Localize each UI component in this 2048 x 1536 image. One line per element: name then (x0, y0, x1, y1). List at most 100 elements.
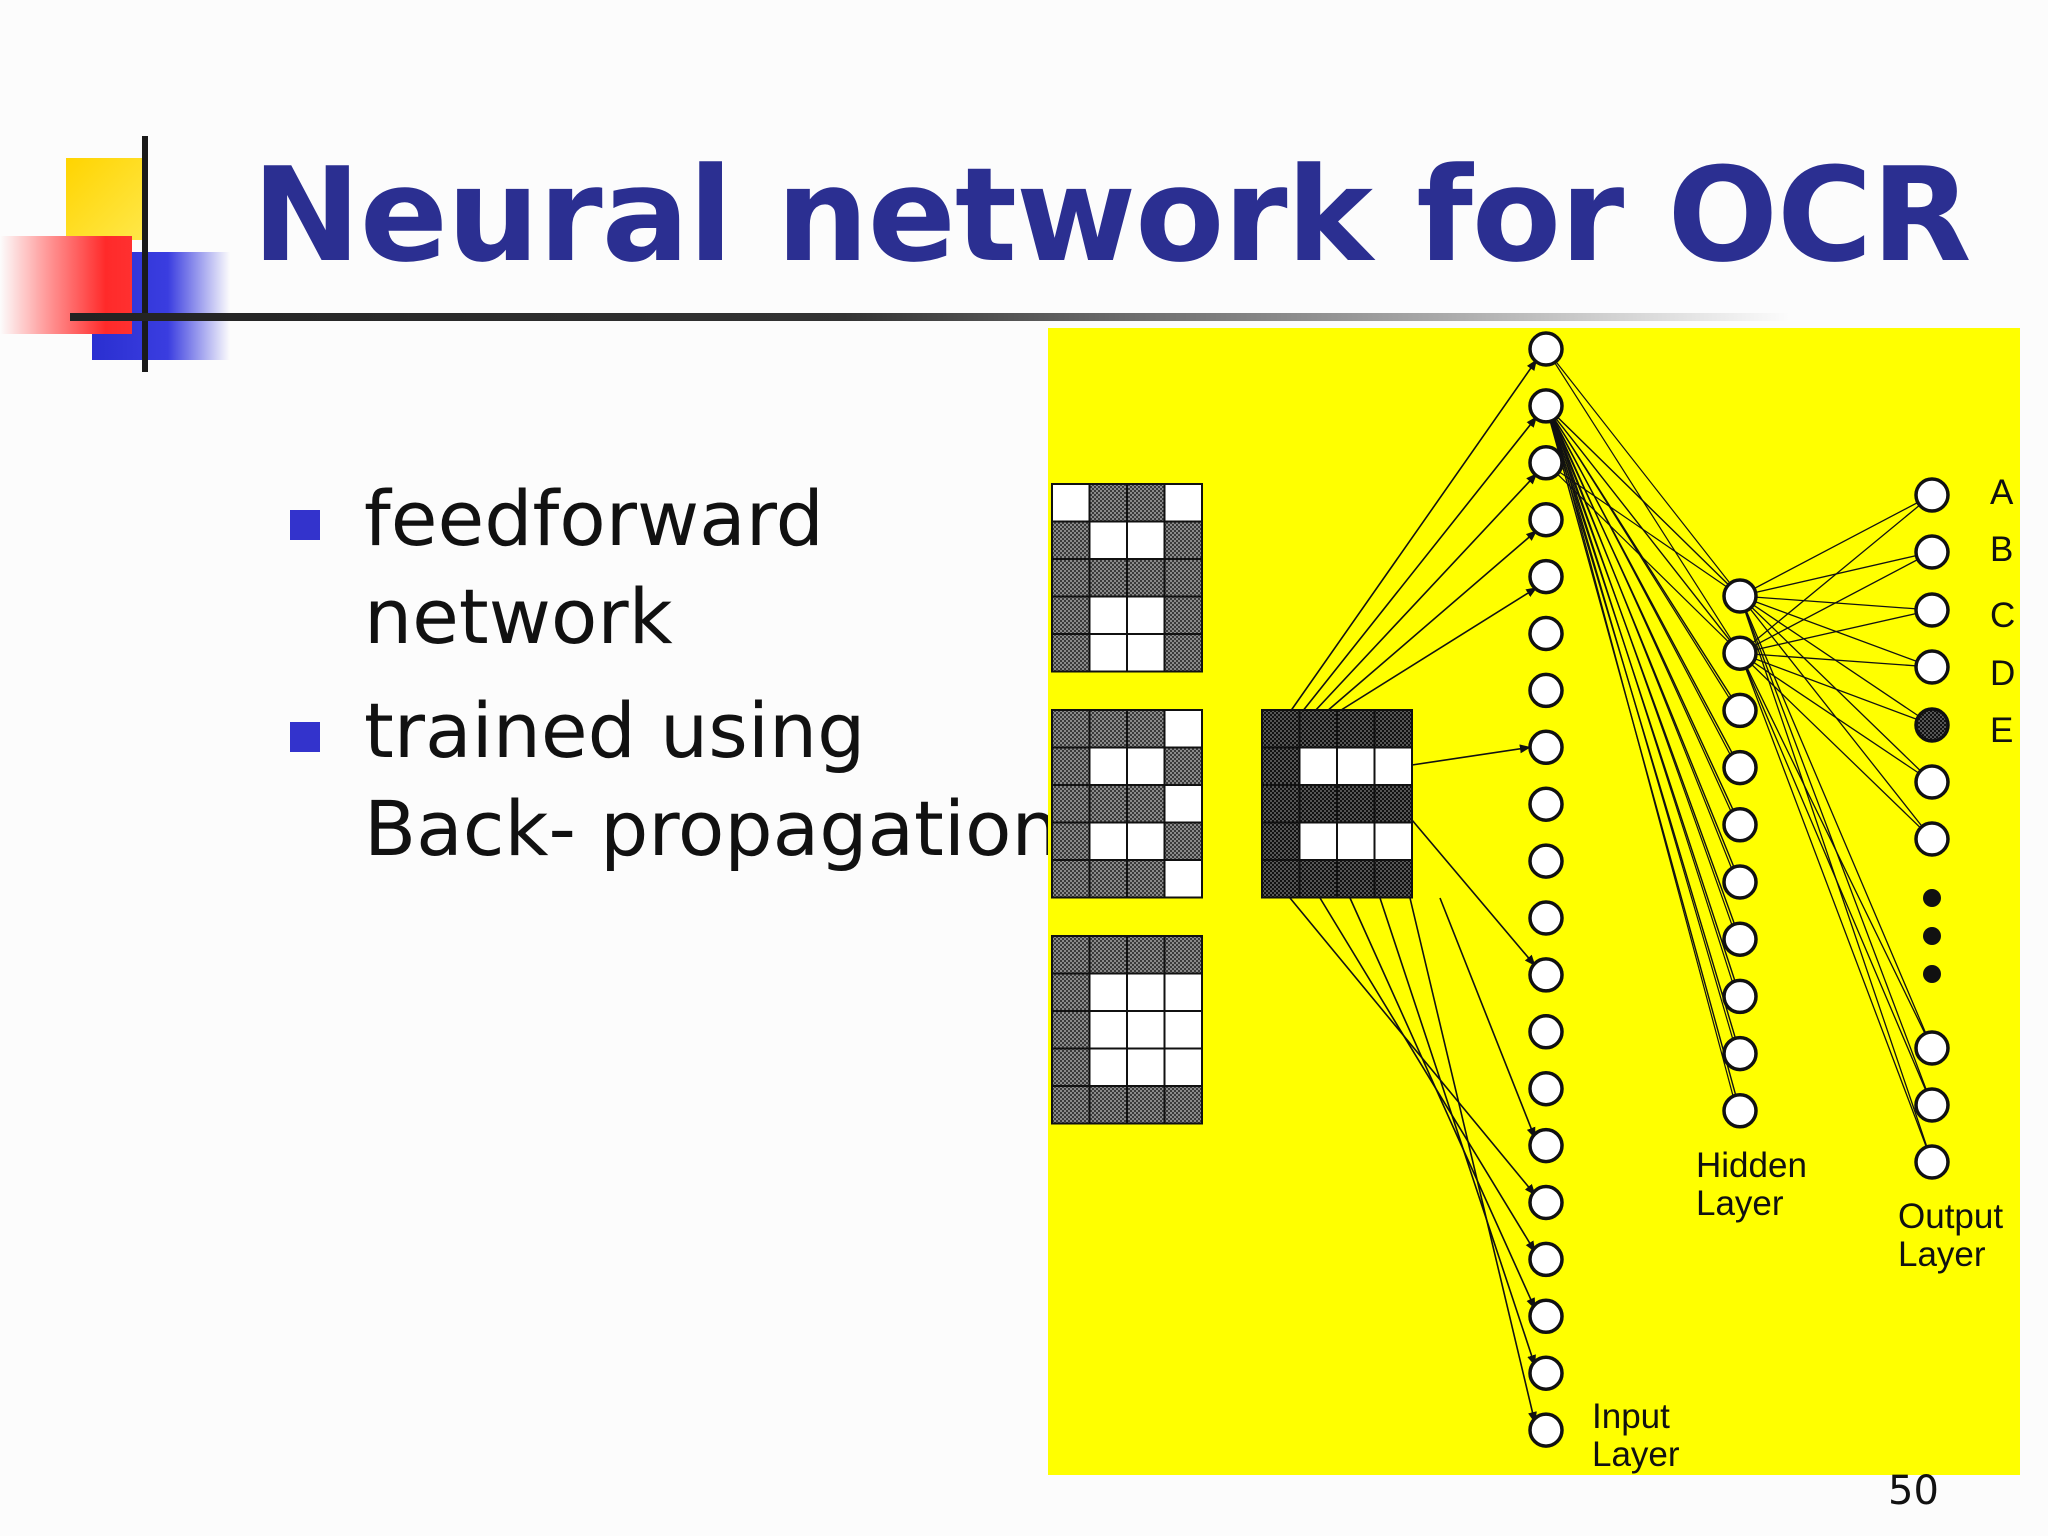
pixel-cell (1088, 595, 1128, 635)
pixel-cell (1261, 859, 1301, 899)
input-node (1528, 672, 1564, 709)
pixel-cell (1336, 746, 1376, 786)
page-number: 50 (1888, 1468, 1939, 1514)
bullet-line: Back- propagation (364, 784, 1060, 873)
pixel-cell (1126, 746, 1166, 786)
input-arrow (1289, 897, 1536, 1196)
weight-line (1739, 551, 1933, 654)
pixel-cell (1051, 784, 1091, 824)
input-node (1528, 388, 1564, 424)
pixel-cell (1298, 784, 1338, 824)
pixel-cell (1126, 972, 1166, 1012)
pixel-cell (1126, 558, 1166, 598)
pixel-cell (1051, 558, 1091, 598)
hidden-node (1722, 578, 1758, 614)
weight-line (1549, 411, 1738, 826)
hidden-layer-label: Layer (1696, 1184, 1784, 1223)
input-node (1528, 786, 1564, 822)
pixel-cell (1088, 558, 1128, 598)
bullet-line: network (364, 572, 673, 661)
weight-line (1739, 494, 1933, 597)
input-arrow (1337, 587, 1538, 713)
pixel-cell (1298, 746, 1338, 786)
labels-layer: Input Layer Hidden Layer Output Layer A … (1592, 473, 2015, 1474)
input-arrow (1289, 359, 1538, 713)
pixel-cell (1088, 1047, 1128, 1087)
hidden-node (1722, 749, 1758, 786)
weight-line (1739, 652, 1933, 726)
weight-line (1549, 411, 1738, 768)
pixel-cell (1298, 709, 1338, 749)
input-arrow (1379, 897, 1536, 1367)
input-arrow (1325, 530, 1538, 713)
pixel-cell (1126, 1010, 1166, 1050)
hidden-node (1722, 807, 1758, 843)
pixel-cell (1051, 520, 1091, 560)
letter-grids-layer (1051, 483, 1413, 1125)
weight-line (1739, 652, 1933, 1049)
weight-line (1739, 652, 1933, 668)
pixel-cell (1163, 520, 1203, 560)
output-node (1914, 764, 1950, 800)
hidden-node (1722, 978, 1758, 1015)
pixel-grid (1051, 483, 1203, 673)
bullet-square-icon (290, 510, 320, 540)
output-node-label-e: E (1990, 711, 2013, 750)
pixel-grid (1261, 709, 1413, 899)
weight-line (1545, 462, 1741, 654)
input-node (1528, 558, 1564, 595)
pixel-cell (1298, 859, 1338, 899)
input-arrow (1409, 897, 1537, 1424)
pixel-cell (1126, 784, 1166, 824)
pixel-cell (1126, 821, 1166, 861)
pixel-cell (1126, 859, 1166, 899)
input-layer-label: Layer (1592, 1435, 1680, 1474)
output-node (1914, 649, 1950, 685)
pixel-cell (1163, 821, 1203, 861)
weight-line (1549, 411, 1738, 940)
pixel-cell (1051, 709, 1091, 749)
output-node (1914, 477, 1950, 513)
pixel-cell (1088, 972, 1128, 1012)
weight-line (1545, 348, 1741, 654)
input-node (1528, 843, 1564, 879)
pixel-cell (1088, 1085, 1128, 1125)
logo-vertical-line (142, 136, 148, 372)
pixel-cell (1126, 520, 1166, 560)
pixel-cell (1163, 746, 1203, 786)
output-node-label-b: B (1990, 530, 2013, 569)
pixel-cell (1163, 558, 1203, 598)
pixel-cell (1126, 633, 1166, 673)
pixel-cell (1088, 709, 1128, 749)
output-node-active (1914, 707, 1950, 743)
pixel-cell (1373, 746, 1413, 786)
output-node (1914, 821, 1950, 857)
pixel-grid (1051, 709, 1203, 899)
pixel-cell (1126, 595, 1166, 635)
input-arrow (1319, 897, 1536, 1253)
weight-line (1549, 411, 1738, 1054)
pixel-cell (1051, 859, 1091, 899)
input-node (1528, 1184, 1564, 1221)
hidden-node (1722, 1035, 1758, 1072)
output-node (1914, 1144, 1950, 1180)
pixel-cell (1373, 709, 1413, 749)
input-node (1528, 615, 1564, 652)
ellipsis-dot (1923, 927, 1941, 945)
weight-line (1739, 494, 1933, 654)
hidden-node (1722, 1093, 1758, 1129)
pixel-cell (1051, 821, 1091, 861)
pixel-cell (1088, 520, 1128, 560)
bullet-square-icon (290, 722, 320, 752)
pixel-cell (1163, 935, 1203, 975)
output-node-label-d: D (1990, 654, 2015, 693)
weight-line (1739, 652, 1933, 1163)
input-arrow (1301, 416, 1538, 713)
pixel-cell (1373, 859, 1413, 899)
weight-line (1739, 595, 1933, 1049)
input-node (1528, 445, 1564, 481)
pixel-cell (1088, 483, 1128, 523)
logo-yellow-square (66, 158, 146, 240)
pixel-cell (1051, 1085, 1091, 1125)
